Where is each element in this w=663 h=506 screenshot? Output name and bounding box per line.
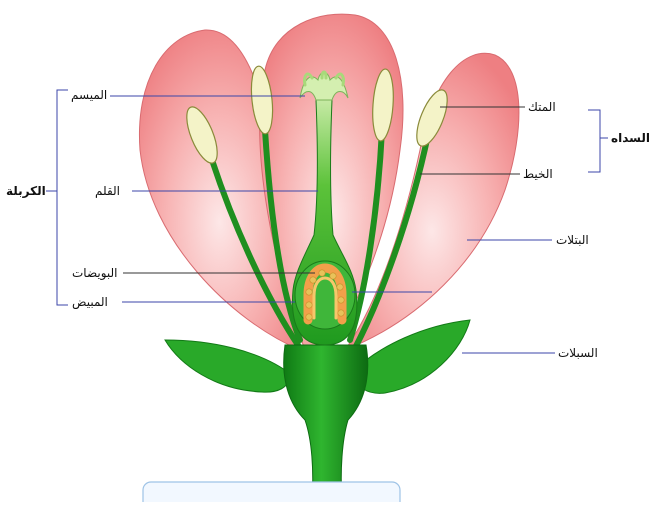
label-stigma: الميسم xyxy=(71,88,107,102)
label-petals: البتلات xyxy=(556,233,589,247)
label-sepals: السبلات xyxy=(558,346,598,360)
bracket-carpel xyxy=(57,90,68,305)
label-carpel: الكربلة xyxy=(6,184,46,198)
label-anther: المتك xyxy=(528,100,556,114)
label-filament: الخيط xyxy=(523,167,553,181)
ovule xyxy=(306,302,312,308)
receptacle-stalk xyxy=(284,345,368,502)
label-stamen: السداه xyxy=(611,131,650,145)
ovule xyxy=(338,310,344,316)
label-ovary: المبيض xyxy=(72,295,108,309)
ovule xyxy=(338,297,344,303)
label-style: القلم xyxy=(95,184,120,198)
ovule xyxy=(310,277,316,283)
ovule xyxy=(330,273,336,279)
sepal-left xyxy=(165,340,292,392)
ovule xyxy=(337,284,343,290)
ovule xyxy=(319,270,325,276)
ovule xyxy=(306,289,312,295)
label-ovules: البويضات xyxy=(72,266,118,280)
bracket-stamen xyxy=(588,110,600,172)
caption-box xyxy=(143,482,400,502)
ovule xyxy=(306,314,312,320)
